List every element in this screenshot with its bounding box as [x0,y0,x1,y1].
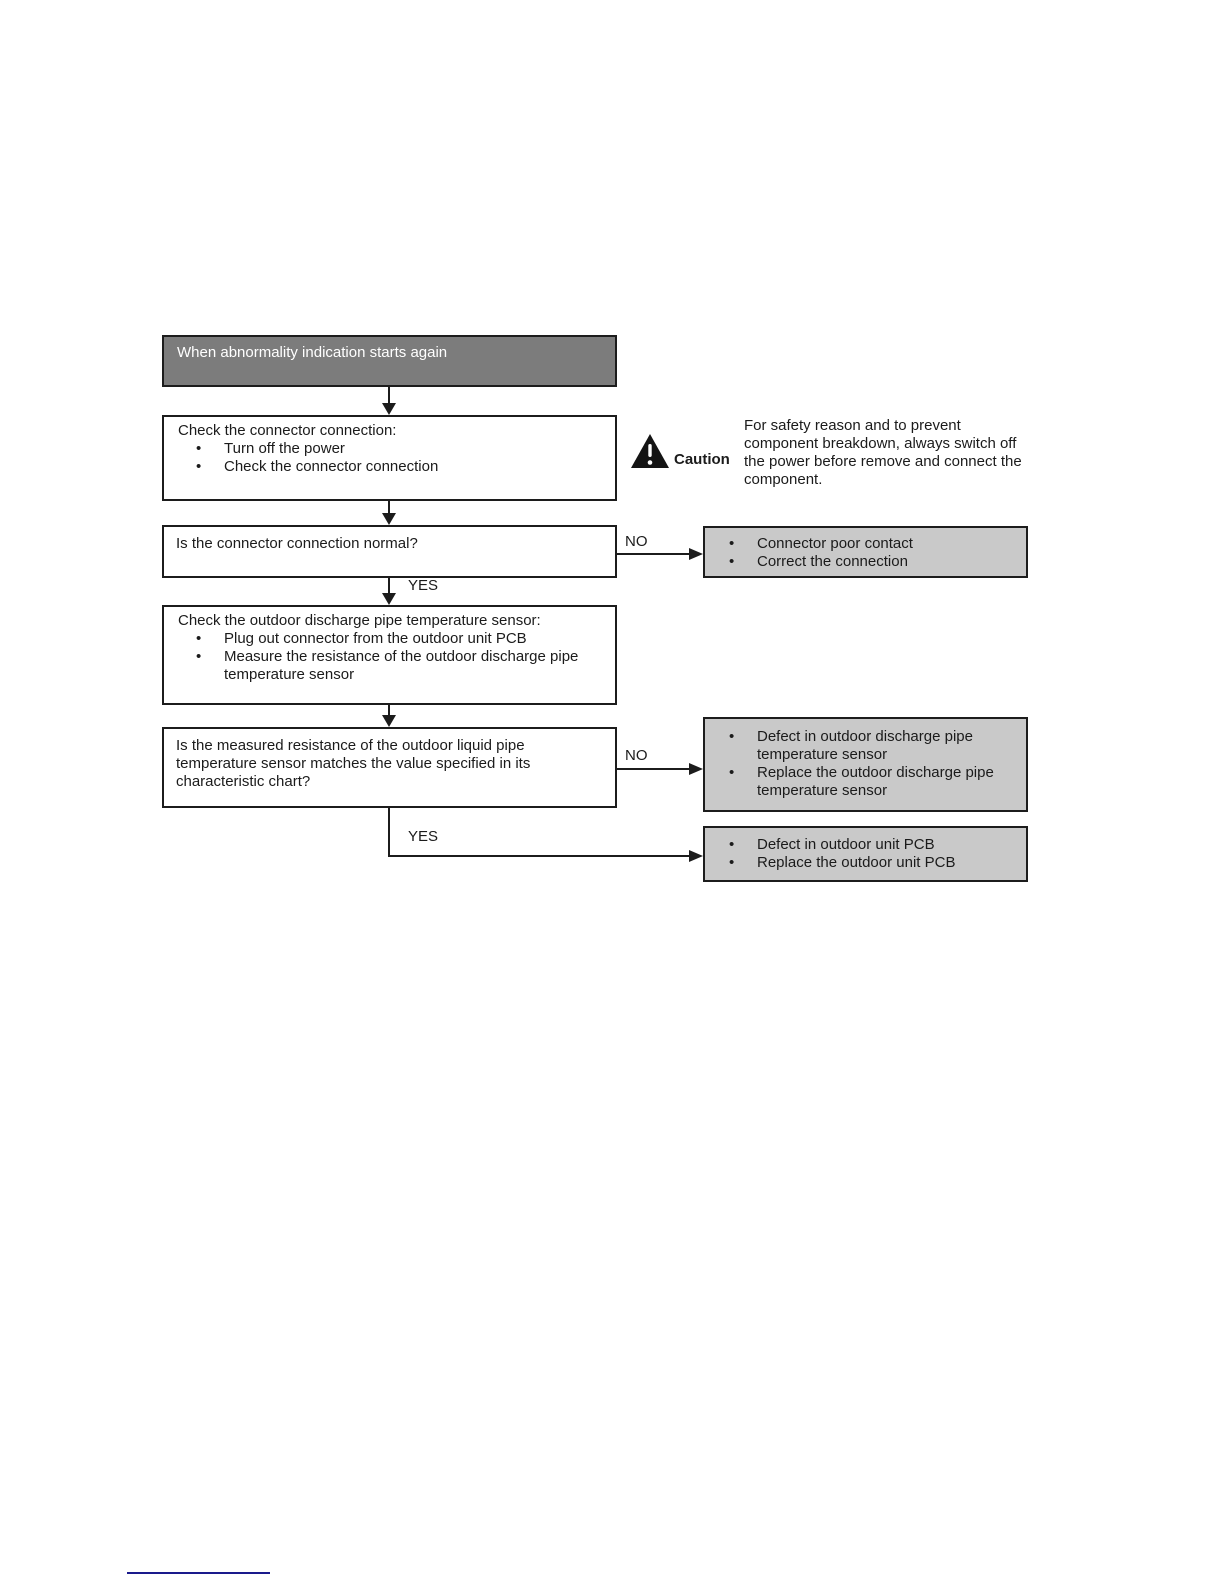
connector-line [388,808,390,857]
arrow-right-icon [689,850,703,862]
connector-line [617,553,691,555]
footer-rule [127,1572,270,1574]
arrow-down-icon [382,403,396,415]
arrow-right-icon [689,763,703,775]
connector-line [388,387,390,405]
question-connector-normal-box: Is the connector connection normal? [162,525,617,578]
bullet-item: Measure the resistance of the outdoor di… [176,648,603,684]
caution-warning-icon [631,434,669,468]
step-title: Check the connector connection: [178,422,397,439]
no-branch-label: NO [625,747,648,764]
bullet-item: Connector poor contact [715,535,1016,553]
result-bullet-list: Defect in outdoor discharge pipe tempera… [715,728,1016,800]
bullet-item: Defect in outdoor discharge pipe tempera… [715,728,1016,764]
connector-line [388,705,390,717]
connector-line [617,768,691,770]
step-title: Check the outdoor discharge pipe tempera… [178,612,541,629]
step-bullet-list: Plug out connector from the outdoor unit… [176,630,603,684]
result-connector-poor-contact-box: Connector poor contact Correct the conne… [703,526,1028,578]
result-bullet-list: Connector poor contact Correct the conne… [715,535,1016,571]
yes-branch-label: YES [408,577,439,594]
result-bullet-list: Defect in outdoor unit PCB Replace the o… [715,836,1016,872]
arrow-down-icon [382,715,396,727]
no-branch-label: NO [625,533,648,550]
connector-line [388,501,390,515]
arrow-down-icon [382,513,396,525]
question-text: Is the measured resistance of the outdoo… [176,737,531,790]
caution-text: For safety reason and to prevent compone… [744,417,1022,488]
arrow-down-icon [382,593,396,605]
yes-branch-label: YES [408,828,439,845]
question-resistance-match-box: Is the measured resistance of the outdoo… [162,727,617,808]
bullet-item: Plug out connector from the outdoor unit… [176,630,603,648]
arrow-right-icon [689,548,703,560]
connector-line [388,855,691,857]
result-sensor-defect-box: Defect in outdoor discharge pipe tempera… [703,717,1028,812]
bullet-item: Turn off the power [176,440,603,458]
check-sensor-box: Check the outdoor discharge pipe tempera… [162,605,617,705]
bullet-item: Correct the connection [715,553,1016,571]
flow-start-node: When abnormality indication starts again [162,335,617,387]
bullet-item: Replace the outdoor unit PCB [715,854,1016,872]
caution-label: Caution [674,451,730,468]
check-connector-box: Check the connector connection: Turn off… [162,415,617,501]
connector-line [388,578,390,593]
bullet-item: Defect in outdoor unit PCB [715,836,1016,854]
bullet-item: Replace the outdoor discharge pipe tempe… [715,764,1016,800]
step-bullet-list: Turn off the power Check the connector c… [176,440,603,476]
question-text: Is the connector connection normal? [176,535,418,552]
bullet-item: Check the connector connection [176,458,603,476]
result-pcb-defect-box: Defect in outdoor unit PCB Replace the o… [703,826,1028,882]
